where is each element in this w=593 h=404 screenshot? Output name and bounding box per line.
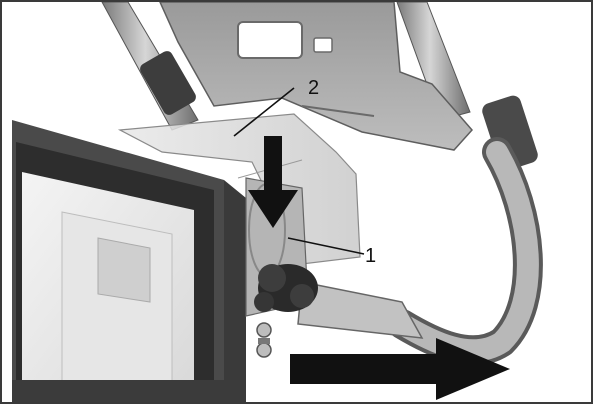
right-arrow	[290, 338, 510, 400]
callout-label-2: 2	[308, 77, 320, 99]
rubber-grip-left	[140, 51, 196, 115]
lamp-housing	[12, 120, 246, 402]
locking-knob	[254, 264, 318, 312]
callout-2-leader-line	[233, 87, 295, 137]
callout-1-leader-line	[287, 237, 365, 255]
callout-label-1: 1	[365, 245, 377, 267]
down-arrow	[248, 136, 298, 228]
screws	[256, 322, 272, 358]
stand-tube-right	[396, 2, 471, 121]
mounting-bracket	[159, 2, 474, 151]
